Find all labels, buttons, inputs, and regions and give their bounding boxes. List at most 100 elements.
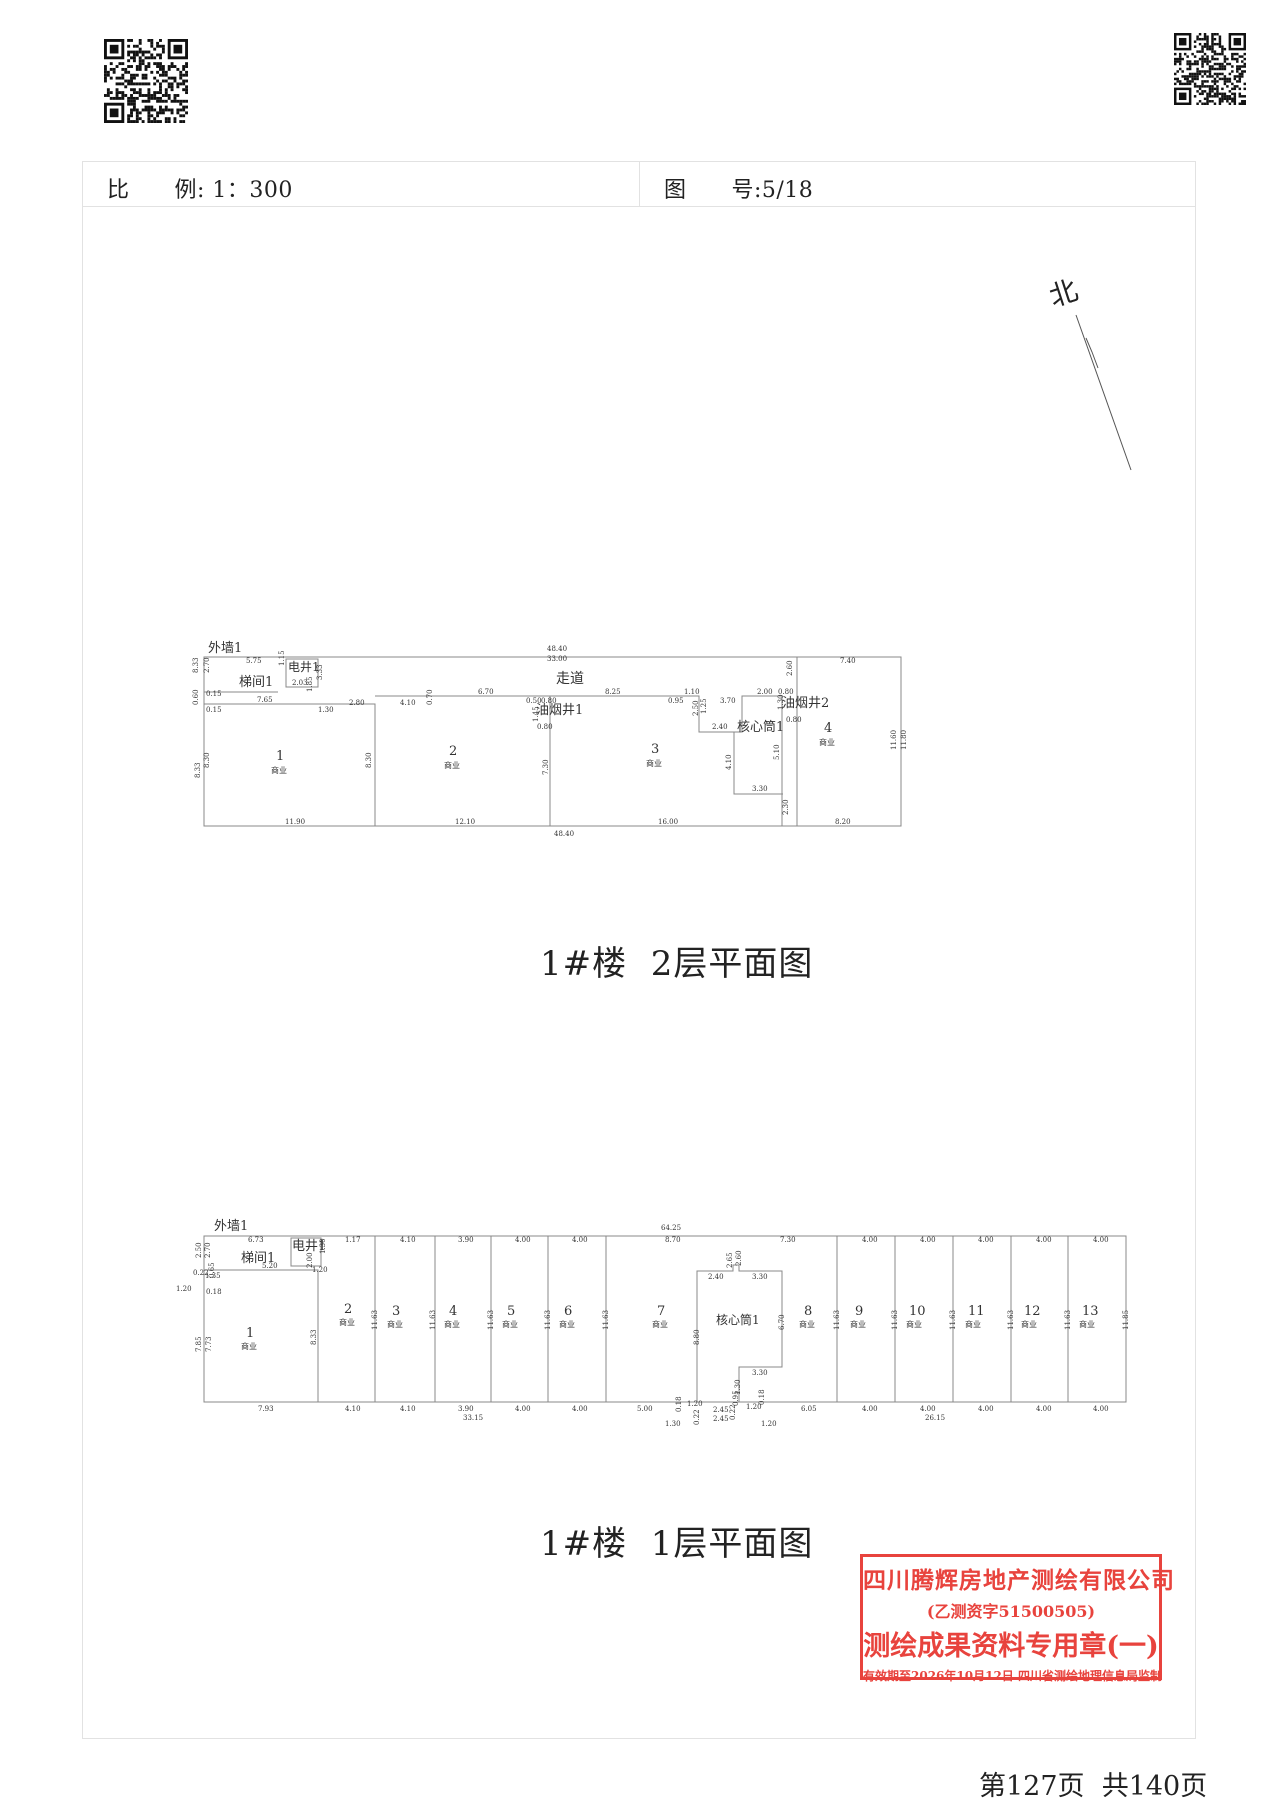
f1-room-2-use: 商业	[339, 1317, 355, 1327]
floor1-plan-title: 1#楼 1层平面图	[540, 1524, 814, 1564]
floor2-text: 外墙1 梯间1 电井1 走道 油烟井1 核心筒1 油烟井2 1 商业 2 商业 …	[192, 641, 908, 838]
f1-label-elec-well: 电井1	[292, 1239, 326, 1254]
f1-room-12-use: 商业	[1021, 1319, 1037, 1329]
f2-room-3-use: 商业	[646, 758, 662, 768]
f2-dim: 33.00	[547, 655, 567, 663]
f1-dim: 11.63	[487, 1310, 495, 1330]
f1-dim: 2.50	[195, 1242, 203, 1258]
f1-dim: 4.00	[1036, 1236, 1052, 1244]
f2-dim: 16.00	[658, 818, 678, 826]
f2-label-corridor: 走道	[556, 671, 584, 687]
f1-dim: 6.05	[801, 1405, 817, 1413]
f2-dim: 7.65	[257, 696, 273, 704]
f2-dim: 2.30	[782, 799, 790, 815]
f1-dim: 0.18	[675, 1396, 683, 1412]
drawing-number-label: 图 号:5/18	[664, 178, 814, 203]
f1-dim: 3.90	[458, 1405, 474, 1413]
f1-room-8-use: 商业	[799, 1319, 815, 1329]
f1-dim: 7.73	[205, 1336, 213, 1352]
f2-room-2-no: 2	[449, 744, 457, 759]
drawing-sheet: 比 例: 1：300 图 号:5/18	[82, 161, 1196, 1739]
f1-room-9-use: 商业	[850, 1319, 866, 1329]
scale-label: 比 例: 1：300	[107, 178, 293, 203]
floor1-text: 外墙1 梯间1 电井1 核心筒1 1 商业 2 商业 3 商业 4 商业 5 商…	[176, 1219, 1130, 1428]
f2-dim: 0.15	[206, 690, 222, 698]
f1-room-9-no: 9	[855, 1304, 863, 1319]
f1-dim: 0.65	[208, 1262, 216, 1278]
f1-room-10-no: 10	[909, 1304, 926, 1319]
f2-dim: 0.60	[192, 689, 200, 705]
f1-dim: 1.35	[205, 1272, 221, 1280]
f2-dim: 8.30	[203, 752, 211, 768]
f1-room-10-use: 商业	[906, 1319, 922, 1329]
f2-dim: 11.90	[285, 818, 305, 826]
f1-dim: 2.70	[204, 1242, 212, 1258]
floor2-plan-title: 1#楼 2层平面图	[540, 944, 814, 984]
stamp-company: 四川腾辉房地产测绘有限公司	[863, 1567, 1175, 1594]
f2-label-smoke2: 油烟井2	[782, 696, 829, 711]
f1-dim: 2.45	[713, 1406, 729, 1414]
f1-dim: 11.63	[544, 1310, 552, 1330]
f1-dim: 7.93	[258, 1405, 274, 1413]
f2-dim: 2.40	[712, 723, 728, 731]
f2-dim: 0.70	[426, 689, 434, 705]
f2-room-4-use: 商业	[819, 737, 835, 747]
f2-dim: 11.60	[890, 730, 898, 750]
f1-dim: 4.00	[978, 1405, 994, 1413]
f1-dim: 4.10	[400, 1405, 416, 1413]
floor1-plan	[203, 1235, 1127, 1403]
f1-dim: 1.20	[746, 1403, 762, 1411]
stamp-validity: 有效期至2026年10月12日 四川省测绘地理信息局监制	[863, 1669, 1162, 1683]
page-number: 第127页 共140页	[979, 1771, 1208, 1802]
f2-dim: 0.80	[786, 716, 802, 724]
f1-dim: 11.63	[371, 1310, 379, 1330]
f1-dim: 4.00	[1093, 1236, 1109, 1244]
f1-dim: 4.00	[572, 1405, 588, 1413]
f2-dim: 8.30	[365, 752, 373, 768]
f1-dim: 11.63	[429, 1310, 437, 1330]
f1-room-3-use: 商业	[387, 1319, 403, 1329]
floor2-plan	[203, 656, 902, 827]
f1-dim: 0.18	[758, 1389, 766, 1405]
f1-dim: 6.73	[248, 1236, 264, 1244]
f2-dim: 48.40	[547, 645, 567, 653]
f1-dim: 2.65	[726, 1252, 734, 1268]
f2-dim: 2.80	[349, 699, 365, 707]
f1-dim: 11.63	[833, 1310, 841, 1330]
f1-dim: 3.30	[752, 1273, 768, 1281]
north-arrow	[1075, 314, 1132, 471]
f1-label-core: 核心筒1	[716, 1312, 760, 1327]
f2-dim: 2.60	[786, 660, 794, 676]
f1-dim: 33.15	[463, 1414, 483, 1422]
f1-room-4-use: 商业	[444, 1319, 460, 1329]
f1-dim: 1.20	[687, 1400, 703, 1408]
f1-dim: 6.70	[778, 1314, 786, 1330]
f1-room-13-use: 商业	[1079, 1319, 1095, 1329]
f1-dim: 7.85	[195, 1336, 203, 1352]
f1-room-6-no: 6	[564, 1304, 572, 1319]
f2-dim: 6.70	[478, 688, 494, 696]
f1-dim: 1.30	[319, 1238, 327, 1254]
qr-code-right	[1174, 33, 1246, 105]
f2-dim: 4.10	[725, 754, 733, 770]
f1-dim: 26.15	[925, 1414, 945, 1422]
f1-dim: 1.20	[176, 1285, 192, 1293]
f2-label-outer-wall: 外墙1	[208, 641, 242, 656]
f2-dim: 48.40	[554, 830, 574, 838]
f2-dim: 2.03	[292, 679, 308, 687]
f2-dim: 7.40	[840, 657, 856, 665]
f1-dim: 4.00	[862, 1405, 878, 1413]
f1-dim: 11.63	[602, 1310, 610, 1330]
f1-dim: 8.80	[693, 1329, 701, 1345]
f1-dim: 11.63	[1007, 1310, 1015, 1330]
f1-dim: 2.45	[713, 1415, 729, 1423]
f1-dim: 1.17	[345, 1236, 361, 1244]
f1-dim: 4.00	[1093, 1405, 1109, 1413]
f2-room-1-use: 商业	[271, 765, 287, 775]
f1-room-6-use: 商业	[559, 1319, 575, 1329]
f1-room-5-no: 5	[507, 1304, 515, 1319]
f2-dim: 8.25	[605, 688, 621, 696]
f1-room-7-use: 商业	[652, 1319, 668, 1329]
f1-dim: 11.63	[891, 1310, 899, 1330]
f1-dim: 1.30	[665, 1420, 681, 1428]
